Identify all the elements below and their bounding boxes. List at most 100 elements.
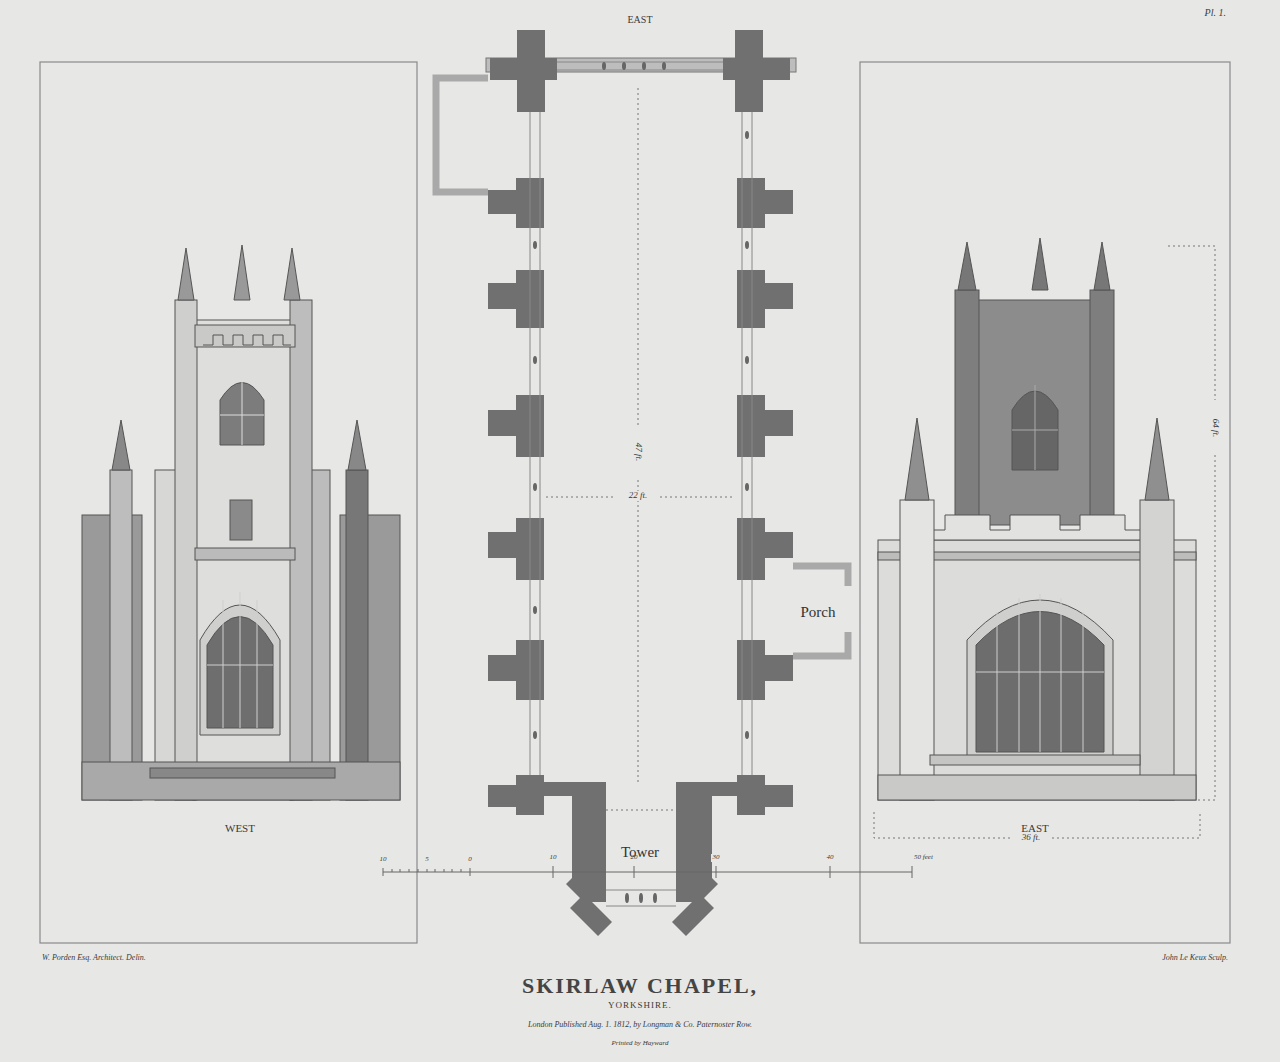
west-elevation-part: [346, 470, 368, 800]
west-elevation-part: [207, 592, 273, 728]
plan-annex-part: [436, 78, 488, 192]
west-elevation-part: [195, 325, 295, 347]
west-elevation-part: [178, 245, 300, 300]
plan-walls-part: [737, 518, 765, 580]
east-elevation-part: [878, 775, 1196, 800]
plan-mullions-part: [745, 356, 749, 364]
plan-orientation: EAST: [626, 14, 655, 25]
scale-bar-part: [383, 866, 912, 878]
engraver-credit: John Le Keux Sculp.: [1160, 954, 1230, 963]
east-elevation-part: [900, 500, 934, 800]
scale-bar-part: [392, 869, 461, 872]
east-elevation-part: [905, 515, 1165, 540]
plan-walls-part: [737, 775, 765, 815]
west-elevation-part: [175, 300, 197, 800]
plan-walls-part: [488, 410, 518, 436]
plan-mullions-part: [622, 62, 626, 70]
plan-mullions-part: [653, 893, 657, 903]
plan-mullions: [533, 62, 749, 903]
plan-mullions-part: [625, 893, 629, 903]
plan-walls-part: [763, 785, 793, 807]
east-elevation-part: [955, 290, 979, 525]
plan-walls-part: [488, 283, 518, 309]
plan-mullions-part: [533, 606, 537, 614]
publication-line: London Published Aug. 1. 1812, by Longma…: [526, 1021, 754, 1030]
west-elevation-part: [230, 500, 252, 540]
east-elevation-part: [1090, 290, 1114, 525]
panel-frames-part: [860, 62, 1230, 943]
panel-frames: [40, 62, 1230, 943]
scale-number: 5: [423, 856, 431, 864]
west-elevation-part: [150, 768, 335, 778]
plan-mullions-part: [662, 62, 666, 70]
plan-walls-part: [723, 30, 790, 112]
east-elevation-part: [965, 300, 1103, 525]
plate-subtitle: YORKSHIRE.: [608, 1001, 672, 1011]
plan-mullions-part: [533, 241, 537, 249]
plate-number: Pl. 1.: [1203, 7, 1228, 18]
plan-walls-part: [737, 178, 765, 228]
plan-walls-part: [763, 410, 793, 436]
dimension-label: 36 ft.: [1020, 833, 1043, 843]
plan-walls-part: [763, 532, 793, 558]
plan-room: Tower: [621, 844, 659, 861]
plan-mullions-part: [745, 131, 749, 139]
plan-annex: [436, 78, 848, 656]
plan-walls-part: [516, 775, 544, 815]
scale-number: 10: [378, 856, 389, 864]
room-name: Porch: [801, 604, 836, 621]
plan-mullions-part: [602, 62, 606, 70]
scale-number: 0: [466, 856, 474, 864]
west-elevation-part: [220, 378, 264, 445]
scale-number: 40: [825, 854, 836, 862]
plan-walls-part: [488, 190, 518, 214]
plan-mullions-part: [745, 731, 749, 739]
dimension-label: 22 ft.: [627, 491, 650, 501]
plan-mullions-part: [533, 731, 537, 739]
plan-walls-part: [763, 283, 793, 309]
plan-walls-part: [737, 395, 765, 457]
plate-title: SKIRLAW CHAPEL,: [519, 974, 761, 998]
plan-walls-part: [566, 782, 612, 936]
plan-mullions-part: [533, 483, 537, 491]
dimension-lines: [546, 88, 1215, 838]
plan-walls-part: [737, 640, 765, 700]
dimension-lines-part: [606, 810, 676, 811]
plan-mullions-part: [745, 241, 749, 249]
east-elevation-part: [905, 418, 1169, 500]
east-elevation-part: [1140, 500, 1174, 800]
dimension-label: 64 ft.: [1210, 417, 1220, 440]
plan-walls-part: [544, 782, 576, 796]
draughtsman-credit: W. Porden Esq. Architect. Delin.: [40, 954, 148, 963]
east-elevation: [878, 238, 1196, 800]
west-elevation-part: [203, 335, 291, 345]
plan-walls-part: [488, 785, 518, 807]
west-elevation: [82, 245, 400, 800]
dimension-label: 47 ft.: [633, 441, 643, 464]
plan-room: Porch: [801, 604, 836, 621]
plan-mullions-part: [745, 483, 749, 491]
east-elevation-part: [1012, 385, 1058, 470]
east-elevation-part: [976, 594, 1104, 752]
scale-number: 30: [711, 854, 722, 862]
panel-frames-part: [40, 62, 417, 943]
plan-window-lines-part: [606, 890, 676, 906]
west-elevation-part: [110, 470, 132, 800]
east-elevation-part: [958, 238, 1110, 290]
west-elevation-part: [82, 762, 400, 800]
plan-walls-part: [490, 30, 557, 112]
east-elevation-part: [930, 755, 1140, 765]
plan-walls: [486, 30, 796, 936]
room-name: Tower: [621, 844, 659, 861]
plan-mullions-part: [642, 62, 646, 70]
scale-number: 50 feet: [912, 854, 935, 862]
plan-walls-part: [708, 782, 740, 796]
plan-window-lines-part: [557, 62, 723, 70]
scale-bar: [383, 765, 912, 878]
dimension-lines-part: [638, 88, 639, 782]
plan-mullions-part: [533, 356, 537, 364]
plan-window-lines: [530, 62, 752, 906]
plan-walls-part: [488, 532, 518, 558]
